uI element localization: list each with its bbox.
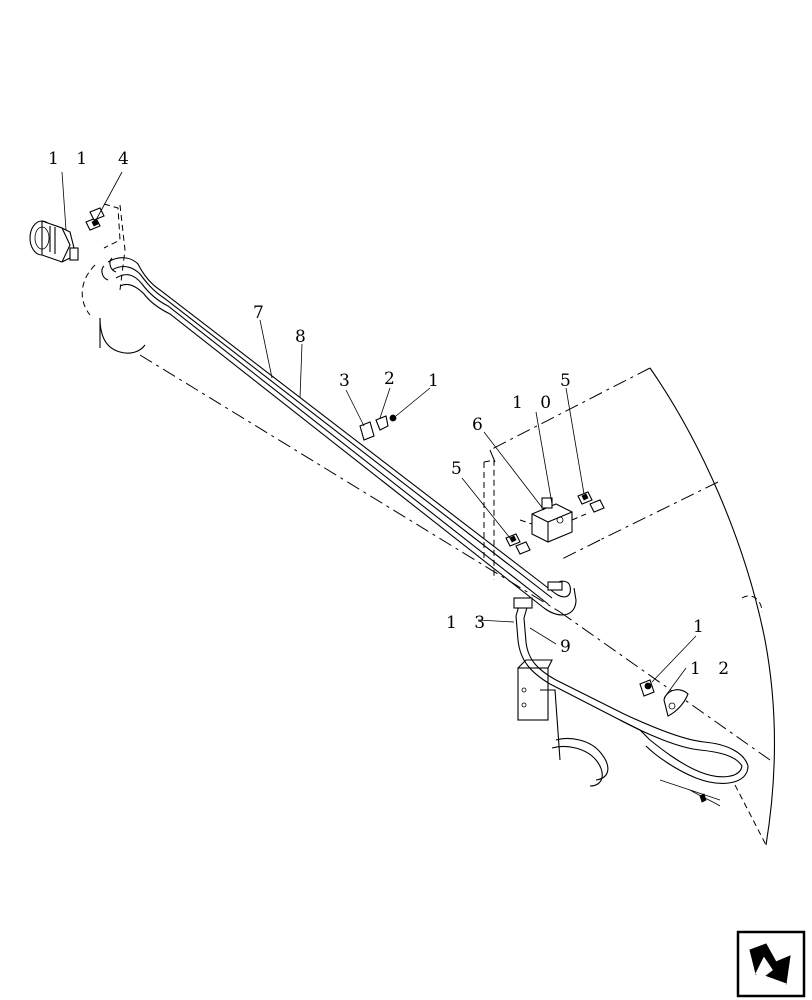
- callout-4: 4: [118, 149, 135, 169]
- callout-12: 1 2: [690, 659, 735, 679]
- callout-13: 1 3: [446, 613, 491, 633]
- callout-1-lower: 1: [693, 617, 710, 637]
- frame-outline: [81, 204, 776, 846]
- callout-10: 1 0: [512, 393, 557, 413]
- leader-lines: [61, 171, 697, 699]
- callout-5-lower: 5: [451, 459, 468, 479]
- fittings-4: [85, 203, 121, 249]
- callout-labels: 1 1 4 7 8 3 2 1 1 0 5 6 5 1 3 9 1 1 2: [48, 149, 735, 679]
- callout-6: 6: [472, 415, 489, 435]
- callout-7: 7: [253, 303, 270, 323]
- hydraulic-motor: [29, 220, 79, 263]
- hydraulic-tubes: [101, 257, 577, 616]
- next-page-button[interactable]: [736, 930, 806, 998]
- next-page-arrow-icon: [749, 943, 791, 985]
- callout-3: 3: [339, 371, 356, 391]
- callout-9: 9: [560, 637, 577, 657]
- clip-and-bracket: [639, 679, 689, 717]
- hoses: [513, 597, 749, 807]
- callout-1-upper: 1: [428, 371, 445, 391]
- callout-5-upper: 5: [560, 371, 577, 391]
- valve-block: [519, 497, 587, 543]
- callout-2: 2: [384, 369, 401, 389]
- fittings-5-right: [577, 491, 605, 513]
- callout-8: 8: [295, 327, 312, 347]
- callout-11: 1 1: [48, 149, 93, 169]
- clamp-parts: [359, 414, 397, 441]
- support-post: [483, 459, 561, 761]
